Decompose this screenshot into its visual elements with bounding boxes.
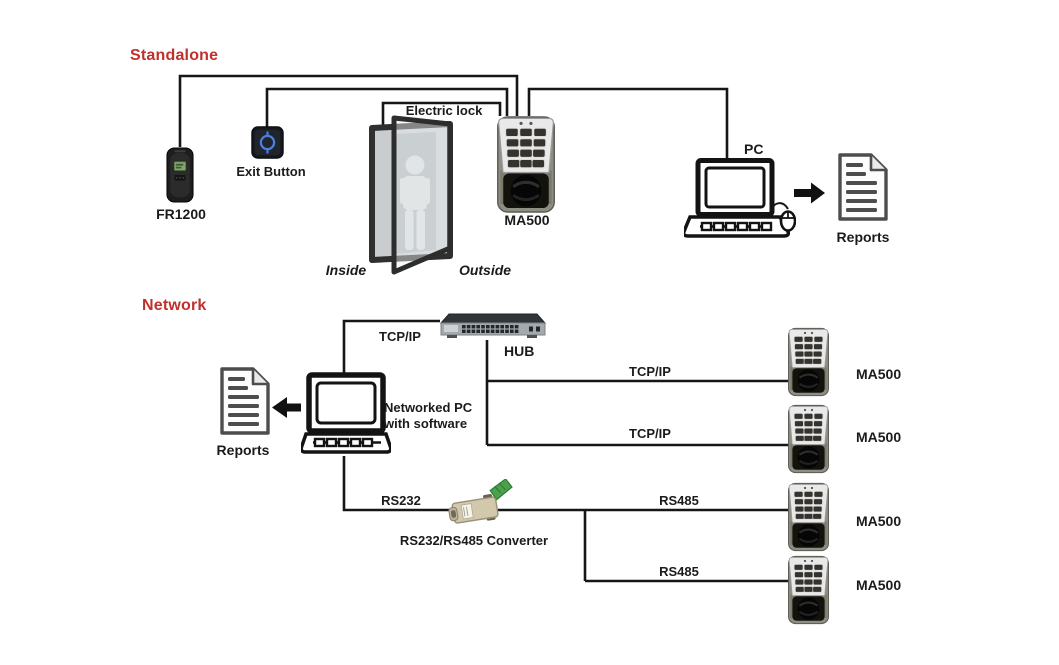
- ma500-terminal-2: [787, 404, 830, 474]
- standalone-section-title: Standalone: [130, 47, 219, 64]
- exit-button-icon: [251, 126, 284, 159]
- networked-pc-label: Networked PC with software: [384, 400, 473, 432]
- report-document-icon: [220, 367, 270, 435]
- hub-label: HUB: [504, 343, 535, 359]
- tcpip-link-label-2: TCP/IP: [629, 426, 671, 441]
- ma500-terminal-label-3: MA500: [856, 513, 902, 529]
- keypad-access-control-icon: [788, 327, 829, 397]
- exit-button-label: Exit Button: [236, 164, 306, 179]
- inside-label: Inside: [325, 262, 367, 278]
- keypad-access-control-icon: [788, 482, 829, 552]
- pc-label: PC: [744, 141, 764, 157]
- report-document-icon: [838, 153, 888, 221]
- hub-device: [437, 310, 549, 340]
- reports-document: [835, 152, 891, 222]
- rs485-link-label-2: RS485: [659, 564, 699, 579]
- laptop-computer-icon: [684, 158, 791, 238]
- person-silhouette: [400, 155, 430, 250]
- pc-device: [684, 158, 796, 238]
- keypad-access-control-icon: [497, 116, 555, 213]
- ma500-terminal-1: [787, 327, 830, 397]
- electric-lock-label: Electric lock: [405, 103, 483, 118]
- rs232-link-label: RS232: [381, 493, 421, 508]
- ma500-standalone-label: MA500: [504, 212, 550, 228]
- fingerprint-reader-icon: [166, 147, 194, 203]
- line-ma500-to-pc: [527, 87, 729, 161]
- outside-label: Outside: [458, 262, 512, 278]
- tcpip-hub-link-label: TCP/IP: [379, 329, 421, 344]
- exit-button-device: [251, 126, 284, 159]
- fr1200-label: FR1200: [156, 206, 206, 222]
- arrow-right-icon: [794, 182, 825, 204]
- ma500-terminal-3: [787, 482, 830, 552]
- mouse-icon: [771, 202, 796, 232]
- tcpip-link-label-1: TCP/IP: [629, 364, 671, 379]
- networked-pc-device: [301, 372, 391, 456]
- line-fr1200-to-ma500: [178, 74, 519, 147]
- converter-label: RS232/RS485 Converter: [399, 533, 549, 548]
- arrow-left-icon: [272, 397, 301, 418]
- reports-standalone-label: Reports: [836, 229, 890, 245]
- ma500-device: [496, 115, 556, 214]
- keypad-access-control-icon: [788, 555, 829, 625]
- ma500-terminal-label-2: MA500: [856, 429, 902, 445]
- line-exit-button-to-ma500: [265, 87, 509, 127]
- line-rs232: [342, 456, 789, 512]
- line-electric-lock-to-ma500: [381, 101, 502, 132]
- laptop-computer-icon: [301, 372, 391, 454]
- door-leaf: [391, 115, 453, 275]
- reports-document-network: [217, 366, 273, 436]
- network-switch-icon: [439, 313, 547, 338]
- serial-converter-icon: [448, 479, 513, 524]
- ma500-terminal-4: [787, 555, 830, 625]
- fr1200-device: [166, 146, 194, 204]
- door-illustration: [356, 108, 462, 280]
- network-section-title: Network: [142, 297, 207, 314]
- reports-network-label: Reports: [216, 442, 270, 458]
- converter-device: [447, 479, 517, 533]
- ma500-terminal-label-4: MA500: [856, 577, 902, 593]
- rs485-link-label-1: RS485: [659, 493, 699, 508]
- open-door-illustration: [369, 115, 453, 275]
- line-pc-to-hub: [342, 319, 440, 373]
- ma500-terminal-label-1: MA500: [856, 366, 902, 382]
- keypad-access-control-icon: [788, 404, 829, 474]
